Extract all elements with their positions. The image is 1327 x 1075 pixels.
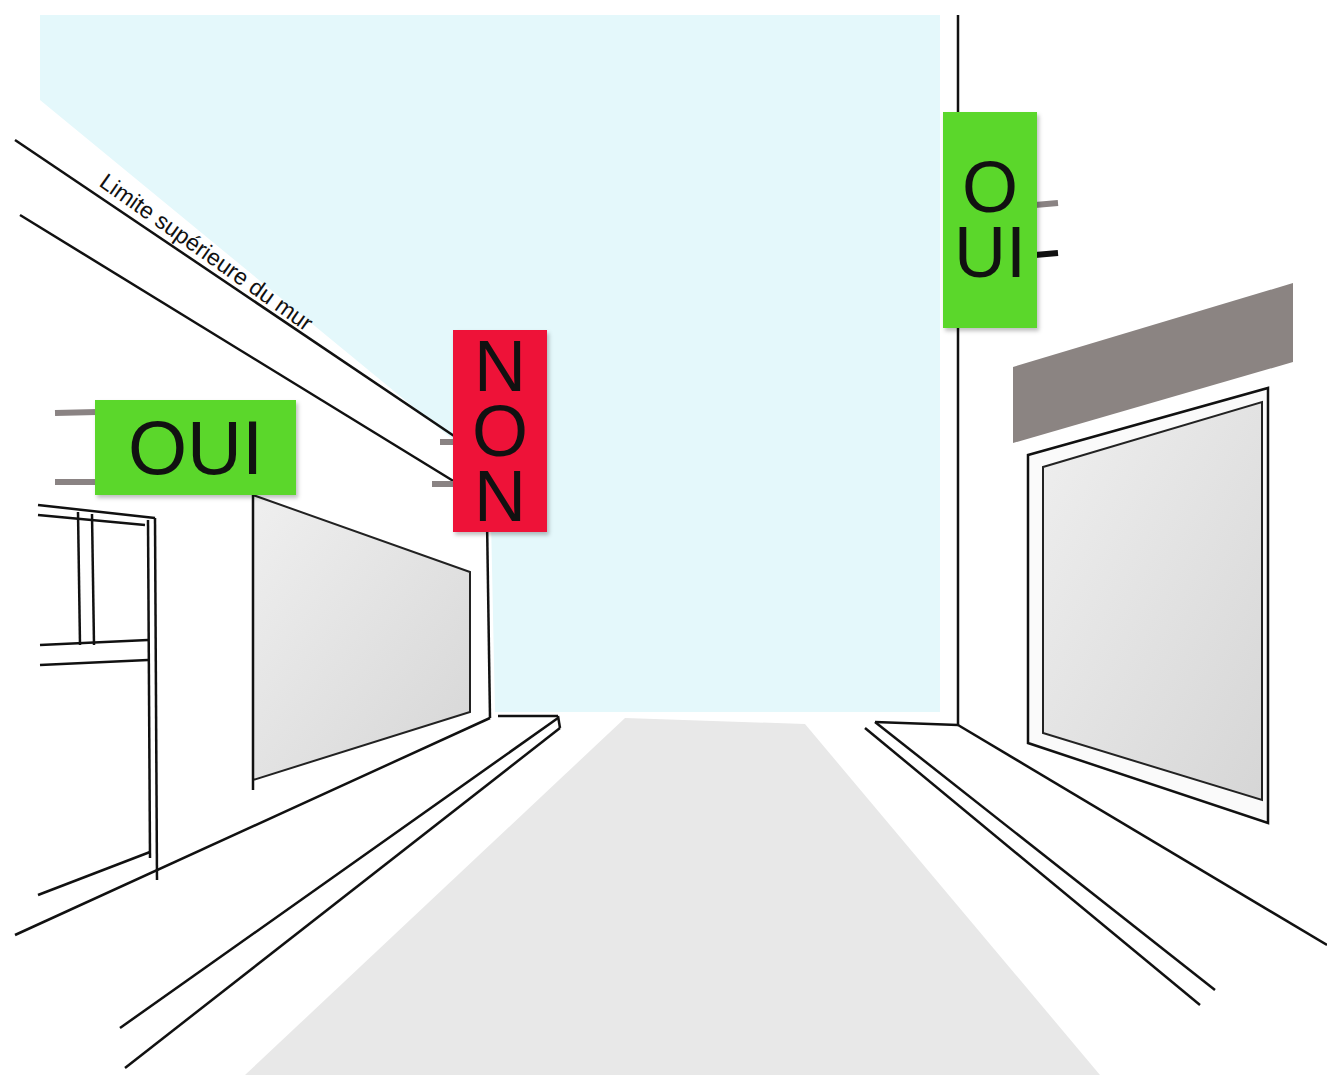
sky bbox=[40, 15, 940, 712]
sign-text: OUI bbox=[954, 155, 1026, 285]
shop-sign: OUI bbox=[95, 400, 296, 495]
shop-window bbox=[1043, 402, 1262, 800]
sign-text: NON bbox=[464, 334, 536, 528]
sign-text: OUI bbox=[128, 404, 263, 491]
shop-window-frame bbox=[1028, 388, 1268, 823]
shop-sign: NON bbox=[453, 330, 547, 532]
shop-sign: OUI bbox=[943, 112, 1037, 328]
buildings bbox=[15, 15, 1327, 1068]
shop-window bbox=[253, 495, 470, 780]
